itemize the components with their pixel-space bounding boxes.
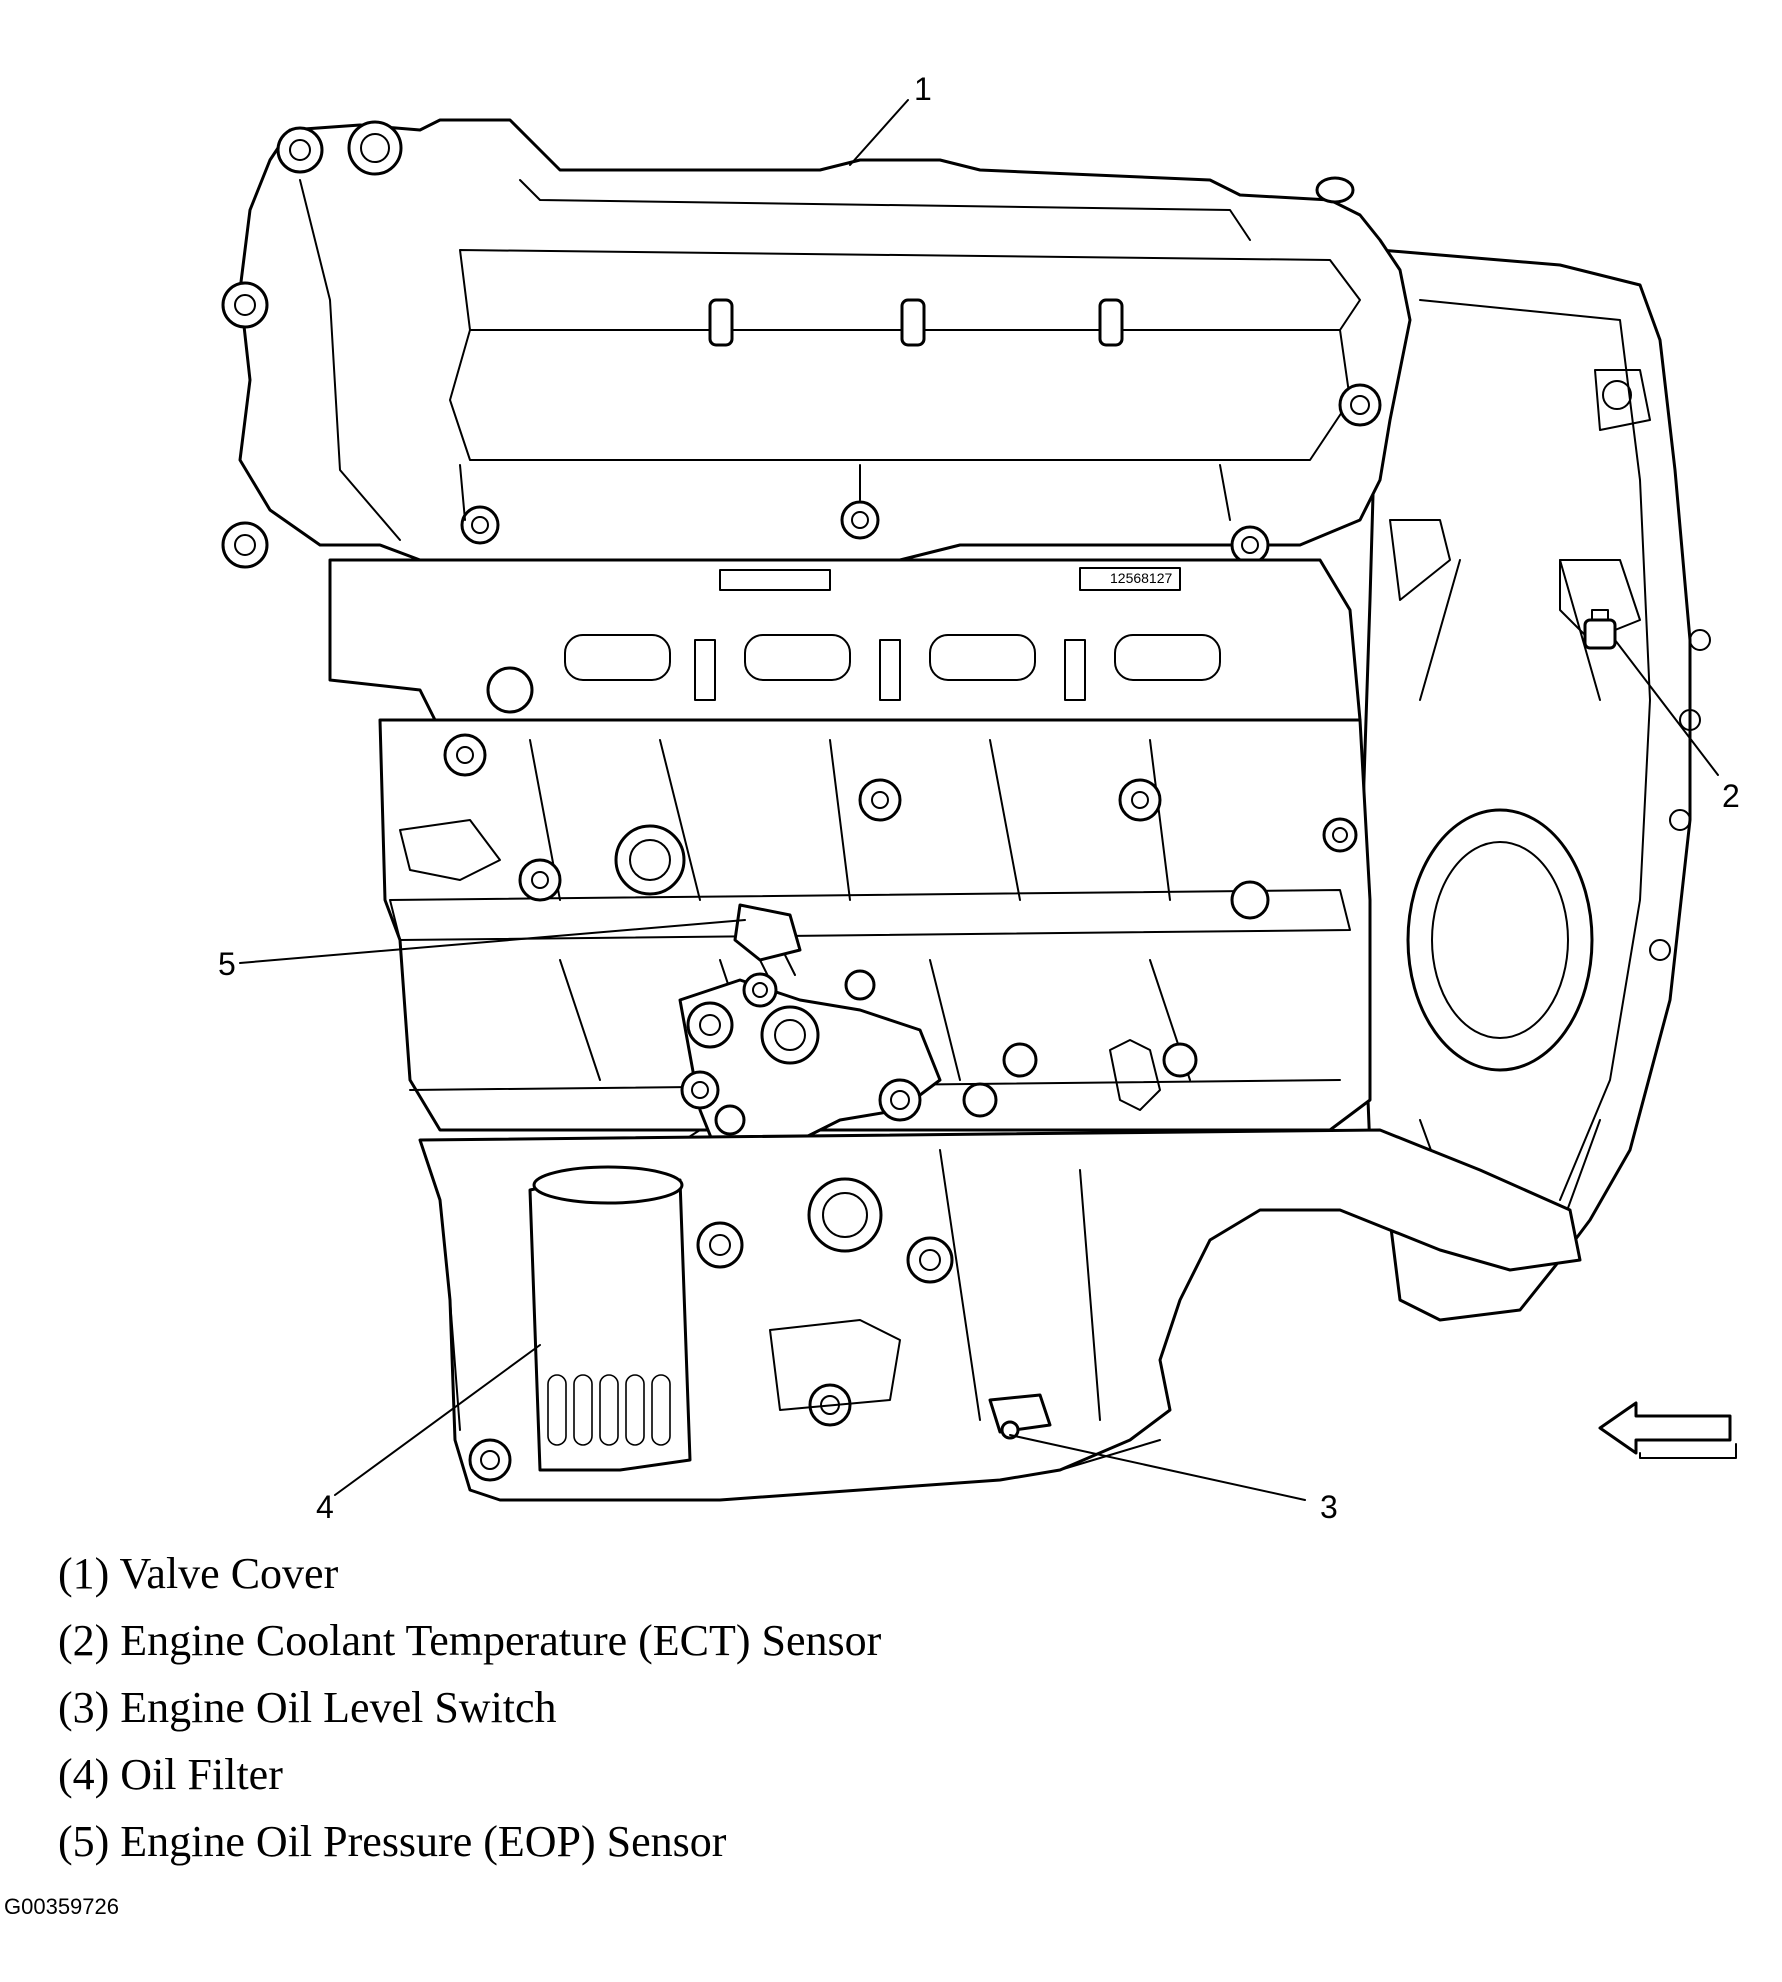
callout-5: 5: [218, 946, 236, 982]
legend-item: (4) Oil Filter: [58, 1750, 283, 1799]
eop-sensor-shape: [733, 903, 802, 981]
casting-mark: 12568127: [1110, 570, 1173, 586]
oil-level-switch-shape: [988, 1393, 1052, 1440]
callout-3: 3: [1320, 1489, 1338, 1525]
cylinder-head: 12568127: [328, 558, 1362, 732]
legend-item: (3) Engine Oil Level Switch: [58, 1683, 557, 1732]
left-arrow-icon: [1598, 1401, 1737, 1459]
figure-id: G00359726: [4, 1894, 119, 1919]
valve-cover: [221, 118, 1412, 569]
callout-leaders: [239, 99, 1719, 1501]
legend-item: (2) Engine Coolant Temperature (ECT) Sen…: [58, 1616, 882, 1665]
oil-pan: [418, 1128, 1582, 1502]
callout-1: 1: [914, 71, 932, 107]
oil-filter-shape: [528, 1165, 692, 1472]
callout-2: 2: [1722, 778, 1740, 814]
legend-item: (5) Engine Oil Pressure (EOP) Sensor: [58, 1817, 727, 1866]
engine-block: [378, 718, 1372, 1221]
callout-4: 4: [316, 1489, 334, 1525]
front-cover: [1358, 248, 1711, 1322]
ect-sensor-shape: [1583, 609, 1617, 650]
engine-diagram: 12568127: [218, 71, 1740, 1525]
legend-item: (1) Valve Cover: [58, 1549, 339, 1598]
legend: (1) Valve Cover (2) Engine Coolant Tempe…: [58, 1540, 881, 1875]
